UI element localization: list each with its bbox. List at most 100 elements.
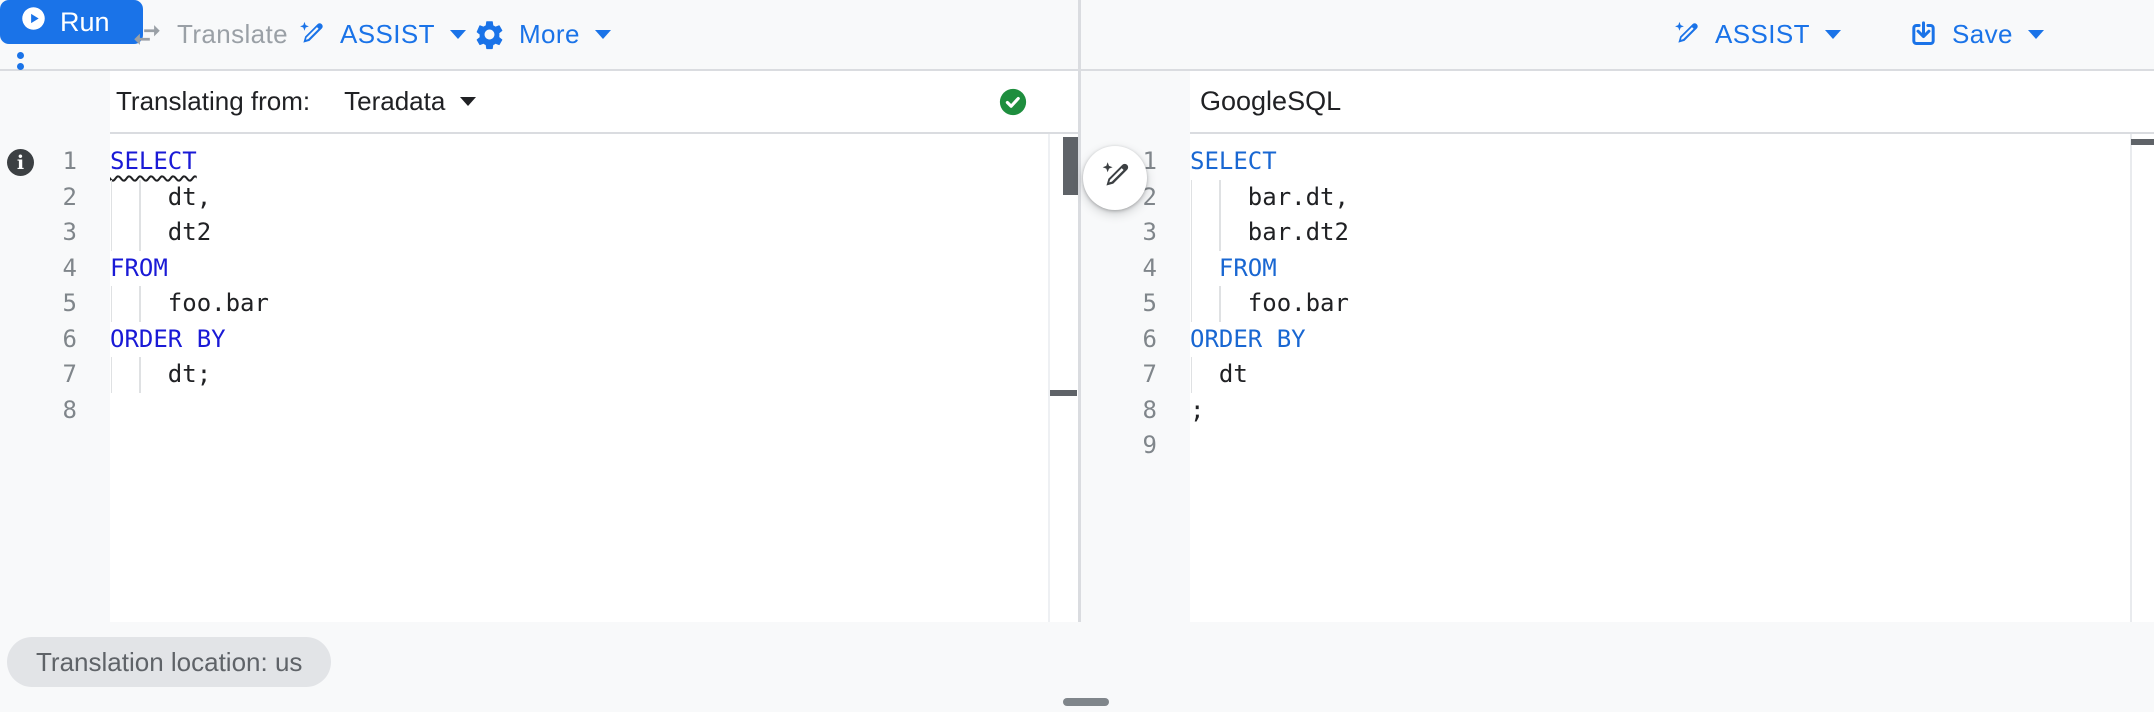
- line-number: 1: [1142, 147, 1157, 175]
- assist-right-label: ASSIST: [1715, 19, 1810, 49]
- indent-guide: [1190, 286, 1192, 322]
- indent-guide: [1219, 179, 1221, 215]
- code-line[interactable]: 9: [1080, 428, 2154, 464]
- run-button[interactable]: Run: [0, 0, 143, 44]
- code-line[interactable]: 8;: [1080, 393, 2154, 429]
- line-number: 4: [1142, 253, 1157, 282]
- code-line[interactable]: 3 bar.dt2: [1080, 215, 2154, 251]
- line-number: 2: [1142, 182, 1157, 211]
- translation-location-chip: Translation location: us: [7, 637, 332, 687]
- line-number: 6: [1142, 324, 1157, 353]
- code-line[interactable]: 6 ORDER BY: [0, 322, 1078, 358]
- code-line[interactable]: 8: [0, 393, 1078, 429]
- code-text: FROM: [1218, 253, 1277, 282]
- play-circle-icon: [20, 5, 47, 39]
- assist-button-left[interactable]: ASSIST: [295, 0, 466, 69]
- info-icon[interactable]: i: [7, 149, 34, 176]
- right-scrollbar-track: [2130, 134, 2132, 622]
- translation-location-text: Translation location: us: [36, 646, 303, 677]
- line-number: 5: [62, 289, 77, 317]
- indent-guide: [110, 215, 112, 251]
- assist-button-right[interactable]: ASSIST: [1670, 0, 1841, 69]
- magic-pen-icon: [295, 19, 327, 51]
- code-text: dt: [1190, 360, 1248, 388]
- code-text: bar.dt2: [1190, 218, 1349, 246]
- code-text: dt;: [110, 360, 212, 388]
- line-number: 2: [62, 182, 77, 211]
- code-text: ORDER BY: [110, 324, 226, 353]
- googlesql-label: GoogleSQL: [1200, 86, 1342, 116]
- code-line[interactable]: 4 FROM: [1080, 250, 2154, 286]
- save-download-icon: [1908, 19, 1939, 50]
- target-dialect-header: GoogleSQL: [1190, 71, 2154, 134]
- code-line[interactable]: 5 foo.bar: [0, 286, 1078, 322]
- save-button[interactable]: Save: [1908, 0, 2044, 69]
- line-number: 1: [62, 147, 77, 175]
- code-text: SELECT: [1190, 147, 1277, 175]
- line-number: 9: [1142, 431, 1157, 459]
- indent-guide: [110, 286, 112, 322]
- code-text: FROM: [110, 253, 168, 282]
- chevron-down-icon: [594, 30, 611, 39]
- code-line[interactable]: 7 dt: [1080, 357, 2154, 393]
- code-line[interactable]: 1 SELECT: [0, 144, 1078, 180]
- code-line[interactable]: 5 foo.bar: [1080, 286, 2154, 322]
- code-line[interactable]: 6 ORDER BY: [1080, 322, 2154, 358]
- code-text: bar.dt,: [1190, 182, 1349, 211]
- indent-guide: [1219, 215, 1221, 251]
- indent-guide: [1190, 250, 1192, 286]
- code-line[interactable]: 1 SELECT: [1080, 144, 2154, 180]
- magic-pen-icon: [1097, 159, 1133, 198]
- left-overview-ruler-marker: [1050, 390, 1077, 396]
- toolbar: Translate ASSIST More Run: [0, 0, 2154, 81]
- line-number: 4: [62, 253, 77, 282]
- line-number: 7: [62, 360, 77, 388]
- translate-button[interactable]: Translate: [130, 0, 288, 69]
- footer: Translation location: us: [0, 622, 2154, 712]
- code-line[interactable]: 2 dt,: [0, 179, 1078, 215]
- code-line[interactable]: 2 bar.dt,: [1080, 179, 2154, 215]
- left-scrollbar-track: [1048, 134, 1050, 622]
- indent-guide: [110, 179, 112, 215]
- run-label: Run: [60, 6, 110, 37]
- code-text: foo.bar: [110, 289, 269, 317]
- assist-label: ASSIST: [340, 19, 435, 49]
- code-text: ORDER BY: [1190, 324, 1306, 353]
- translating-from-label: Translating from:: [116, 86, 311, 116]
- green-check-icon: [998, 87, 1028, 117]
- more-button[interactable]: More: [473, 0, 611, 69]
- line-number: 8: [1142, 395, 1157, 424]
- swap-arrows-icon: [130, 18, 164, 52]
- kebab-dot: [16, 51, 24, 59]
- line-number: 3: [1142, 218, 1157, 246]
- code-text: foo.bar: [1190, 289, 1349, 317]
- code-line[interactable]: 4 FROM: [0, 251, 1078, 287]
- more-label: More: [519, 19, 580, 49]
- code-line[interactable]: 7 dt;: [0, 357, 1078, 393]
- gear-icon: [473, 18, 506, 51]
- indent-guide: [1190, 357, 1192, 393]
- line-number: 6: [62, 324, 77, 353]
- indent-guide: [139, 215, 141, 251]
- source-dialect-dropdown[interactable]: Teradata: [344, 86, 477, 117]
- assist-wand-fab[interactable]: [1083, 146, 1147, 210]
- chevron-down-icon: [1824, 30, 1841, 39]
- panel-resize-handle[interactable]: [1063, 698, 1109, 706]
- line-number: 3: [62, 218, 77, 246]
- indent-guide: [1190, 215, 1192, 251]
- left-scrollbar-thumb[interactable]: [1063, 137, 1078, 195]
- magic-pen-icon: [1670, 19, 1702, 51]
- right-overview-ruler-marker: [2131, 139, 2154, 145]
- code-text: dt2: [110, 218, 212, 246]
- code-text: SELECT: [110, 147, 197, 175]
- source-dialect-header: Translating from: Teradata: [110, 71, 1078, 134]
- source-dialect-value: Teradata: [344, 86, 446, 116]
- chevron-down-icon: [449, 30, 466, 39]
- code-line[interactable]: 3 dt2: [0, 215, 1078, 251]
- kebab-dot: [16, 62, 24, 70]
- indent-guide: [1219, 286, 1221, 322]
- panel-divider[interactable]: [1078, 0, 1081, 622]
